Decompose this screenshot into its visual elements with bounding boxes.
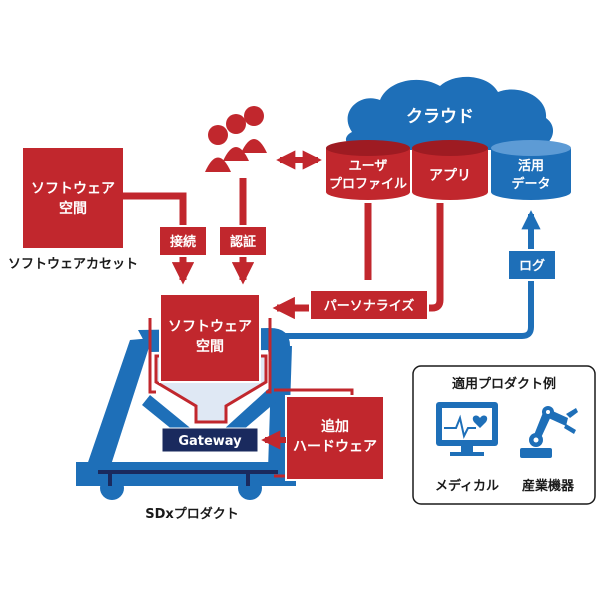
gateway: Gateway (161, 427, 259, 453)
product-software-line2: 空間 (196, 338, 224, 355)
personalize-arrow (272, 203, 444, 320)
apps-database: アプリ (412, 140, 488, 200)
product-software-space: ソフトウェア 空間 (159, 293, 261, 383)
log-badge: ログ (507, 249, 557, 281)
auth-badge: 認証 (218, 225, 268, 257)
users-icon (205, 106, 267, 172)
log-label: ログ (519, 258, 545, 274)
usage-data-line1: 活用 (518, 158, 544, 174)
user-profile-line2: プロファイル (329, 177, 407, 192)
wheel-right (238, 476, 262, 500)
software-space-outline (148, 318, 156, 394)
auth-label: 認証 (230, 234, 256, 250)
personalize-badge: パーソナライズ (309, 289, 429, 321)
medical-label: メディカル (435, 478, 499, 494)
usage-data-line2: データ (511, 176, 550, 192)
log-arrow (270, 210, 541, 339)
user-profile-database: ユーザ プロファイル (326, 140, 410, 200)
industrial-robot-icon (520, 406, 578, 458)
medical-monitor-icon (436, 402, 498, 456)
hardware-line1: 追加 (321, 418, 349, 435)
examples-panel: 適用プロダクト例 メディカル 産業機器 (412, 365, 596, 505)
industrial-label: 産業機器 (522, 478, 575, 494)
wheel-left (100, 476, 124, 500)
cloud-title: クラウド (406, 107, 474, 127)
connect-badge: 接続 (158, 225, 208, 257)
usage-data-database: 活用 データ (491, 140, 571, 200)
product-software-line1: ソフトウェア (168, 319, 252, 335)
personalize-label: パーソナライズ (324, 298, 415, 314)
software-cassette-label: ソフトウェアカセット (8, 257, 138, 272)
connect-label: 接続 (170, 234, 196, 250)
software-cassette: ソフトウェア 空間 (23, 148, 123, 248)
examples-title: 適用プロダクト例 (452, 376, 556, 392)
product-label: SDxプロダクト (145, 506, 239, 522)
hardware-line2: ハードウェア (293, 439, 377, 455)
additional-hardware: 追加 ハードウェア (274, 388, 385, 481)
cassette-line1: ソフトウェア (31, 181, 115, 197)
apps-label: アプリ (429, 168, 471, 184)
cassette-line2: 空間 (59, 200, 87, 217)
gateway-label: Gateway (178, 434, 242, 449)
cloud: クラウド (345, 76, 554, 150)
cloud-shape (345, 76, 554, 150)
software-space-outline-right (266, 318, 272, 394)
user-profile-line1: ユーザ (349, 159, 388, 174)
